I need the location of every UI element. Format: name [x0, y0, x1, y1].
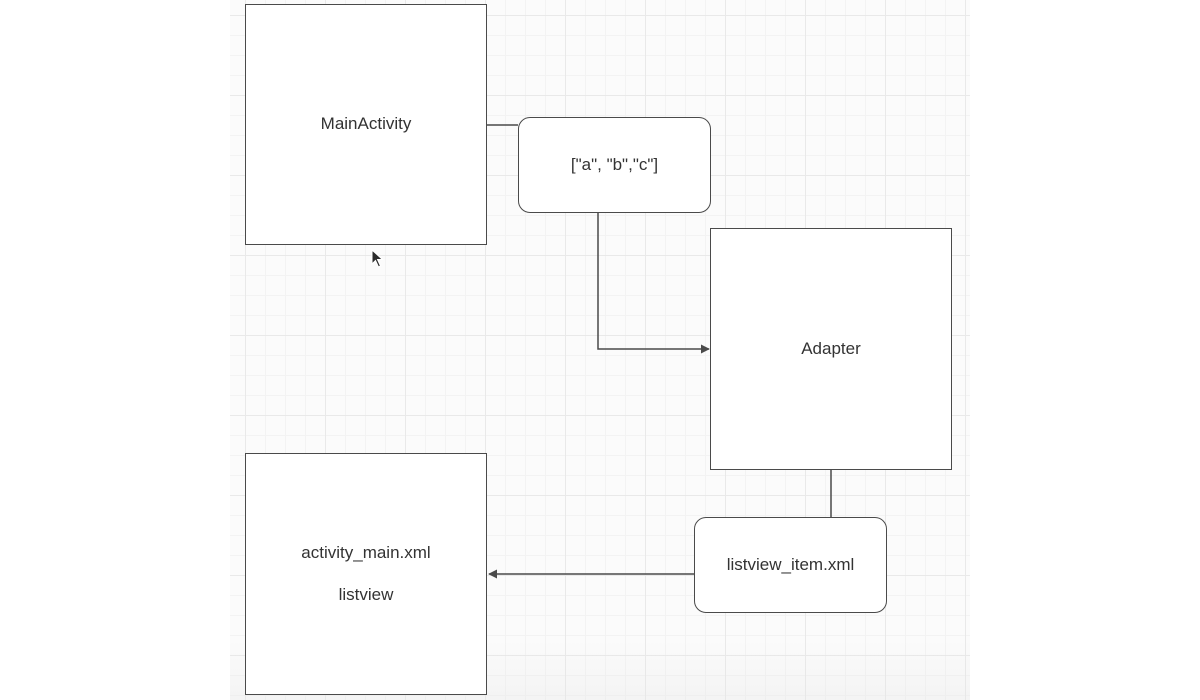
node-main-activity[interactable]: MainActivity	[245, 4, 487, 245]
node-activity-main-label: activity_main.xml	[301, 543, 431, 562]
node-activity-main[interactable]: activity_main.xml listview	[245, 453, 487, 695]
mouse-pointer-icon	[371, 249, 384, 268]
node-listview-item[interactable]: listview_item.xml	[694, 517, 887, 613]
node-string-array[interactable]: ["a", "b","c"]	[518, 117, 711, 213]
node-activity-main-sublabel: listview	[338, 585, 394, 604]
node-string-array-label: ["a", "b","c"]	[570, 155, 659, 174]
node-main-activity-label: MainActivity	[320, 113, 412, 133]
node-listview-item-label: listview_item.xml	[726, 555, 855, 574]
node-adapter[interactable]: Adapter	[710, 228, 952, 470]
node-adapter-label: Adapter	[801, 339, 861, 358]
